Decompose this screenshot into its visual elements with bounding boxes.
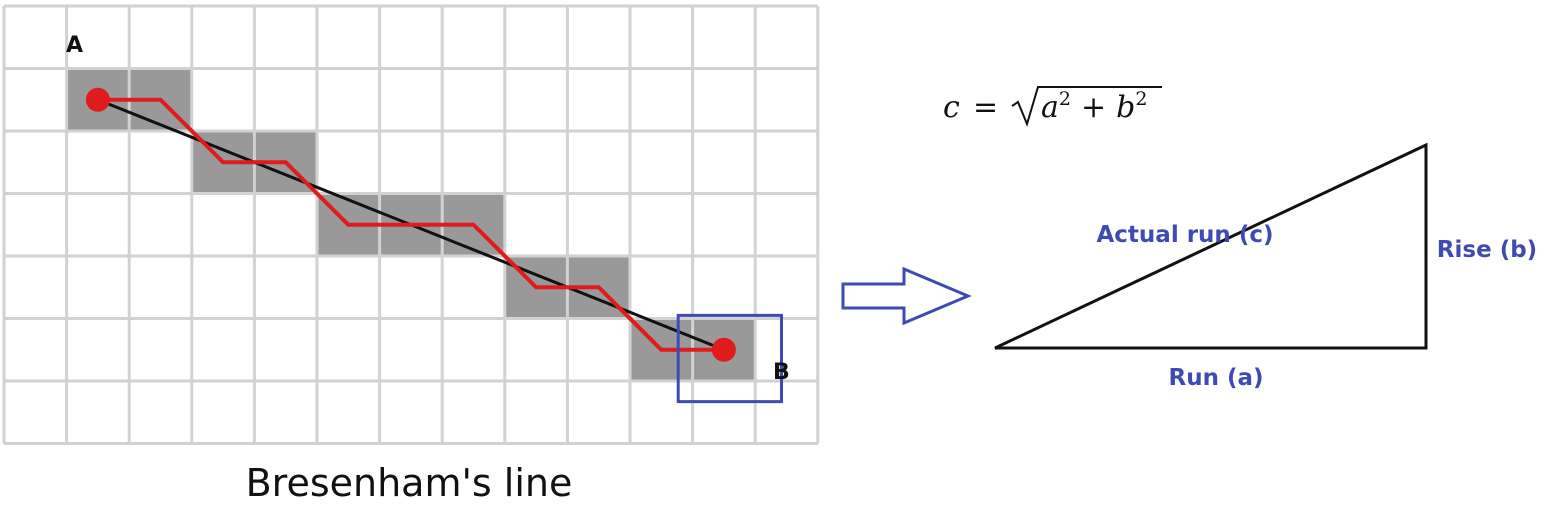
formula-equals: = bbox=[973, 90, 998, 125]
triangle-edges bbox=[994, 142, 1428, 350]
grid-lines bbox=[2, 4, 820, 445]
endpoint-b-dot bbox=[711, 337, 736, 362]
formula-radicand: a2+b2 bbox=[1041, 88, 1147, 125]
highlight-box bbox=[676, 313, 783, 404]
rise-label: Rise (b) bbox=[1437, 237, 1537, 263]
right-arrow-outline-icon bbox=[841, 266, 972, 326]
pythagorean-formula: c = a2+b2 bbox=[943, 86, 1162, 128]
pixel-path bbox=[97, 97, 724, 352]
endpoint-a-dot bbox=[85, 87, 110, 112]
pixel-grid-panel: A B Bresenham's line bbox=[2, 4, 820, 505]
point-a-label: A bbox=[66, 33, 83, 58]
point-b-label: B bbox=[773, 360, 790, 385]
right-triangle: Actual run (c) Rise (b) Run (a) bbox=[994, 142, 1537, 391]
run-label: Run (a) bbox=[1168, 365, 1263, 391]
formula-lhs: c bbox=[943, 90, 960, 125]
hypotenuse-label: Actual run (c) bbox=[1097, 222, 1274, 248]
square-root-sign bbox=[1011, 86, 1162, 128]
caption: Bresenham's line bbox=[246, 461, 573, 505]
